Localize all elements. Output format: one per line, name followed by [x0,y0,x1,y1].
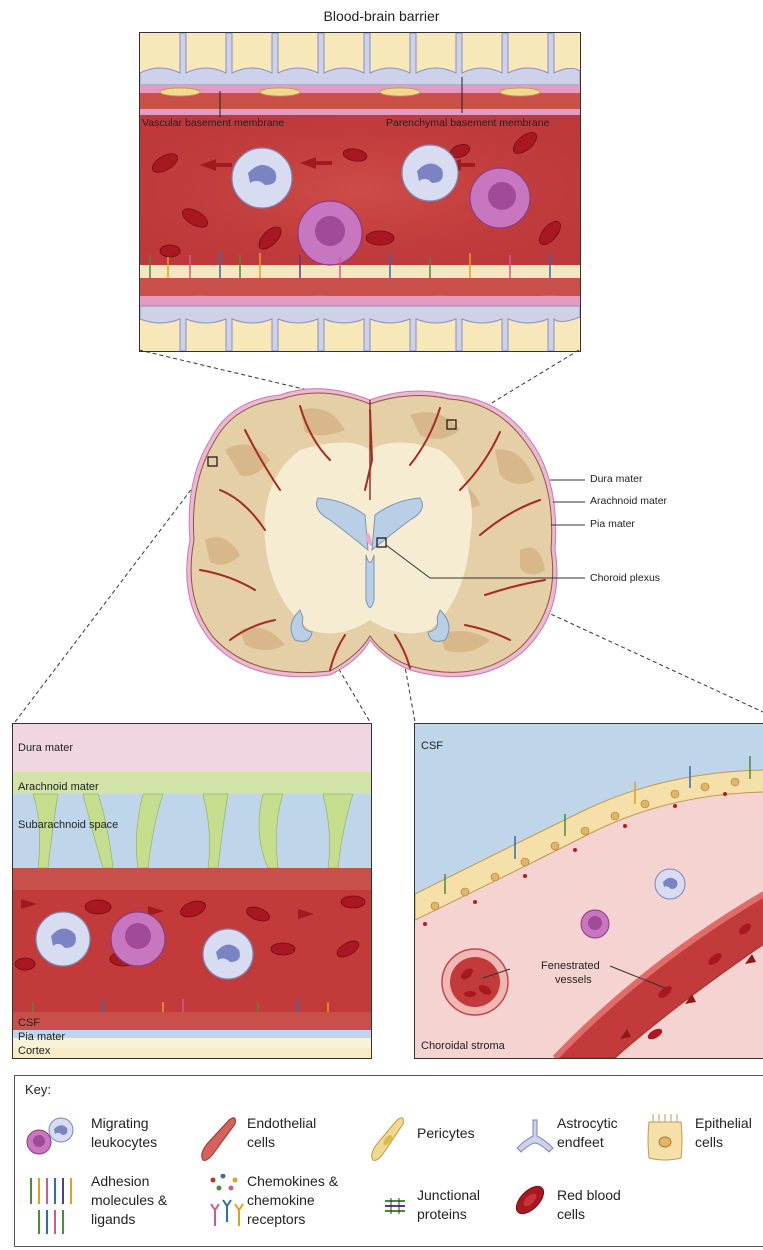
meningeal-pia-label: Pia mater [18,1031,65,1043]
meningeal-csf-label: CSF [18,1017,40,1029]
fenestrated-vessels-label-line1: Fenestrated [541,960,600,972]
choroid-csf-label: CSF [421,740,443,752]
adhesion-molecules-icon [25,1174,79,1238]
meningeal-panel: Dura mater Arachnoid mater Subarachnoid … [12,723,372,1059]
dura-mater-label: Dura mater [590,473,643,485]
vascular-basement-membrane-label: Vascular basement membrane [142,117,284,129]
fenestrated-vessels-label-line2: vessels [555,974,592,986]
choroid-illustration [415,724,763,1058]
astrocyte-endfeet-icon [515,1116,555,1156]
meningeal-illustration [13,724,371,1058]
cortex-label: Cortex [18,1045,50,1057]
arachnoid-mater-label: Arachnoid mater [590,495,667,507]
junctional-proteins-icon [383,1196,407,1216]
choroid-plexus-label: Choroid plexus [590,572,660,584]
choroidal-stroma-label: Choroidal stroma [421,1040,505,1052]
diagram-title: Blood-brain barrier [0,8,763,24]
bbb-illustration [140,33,580,351]
meningeal-arachnoid-label: Arachnoid mater [18,781,99,793]
meningeal-dura-label: Dura mater [18,742,73,754]
chemokines-icon [205,1174,249,1230]
key-item-pericytes: Pericytes [417,1124,475,1143]
pericyte-icon [367,1114,407,1164]
leukocyte-icon [25,1116,75,1158]
key-title: Key: [25,1082,51,1097]
red-blood-cell-icon [510,1180,550,1220]
subarachnoid-space-label: Subarachnoid space [18,819,118,831]
bbb-panel: Vascular basement membrane Parenchymal b… [139,32,581,352]
choroid-panel: CSF Fenestrated vessels Choroidal stroma [414,723,763,1059]
pia-mater-label: Pia mater [590,518,635,530]
brain-section-illustration [0,340,763,740]
epithelial-cell-icon [643,1110,687,1164]
endothelial-cell-icon [195,1114,240,1164]
parenchymal-basement-membrane-label: Parenchymal basement membrane [386,117,549,129]
